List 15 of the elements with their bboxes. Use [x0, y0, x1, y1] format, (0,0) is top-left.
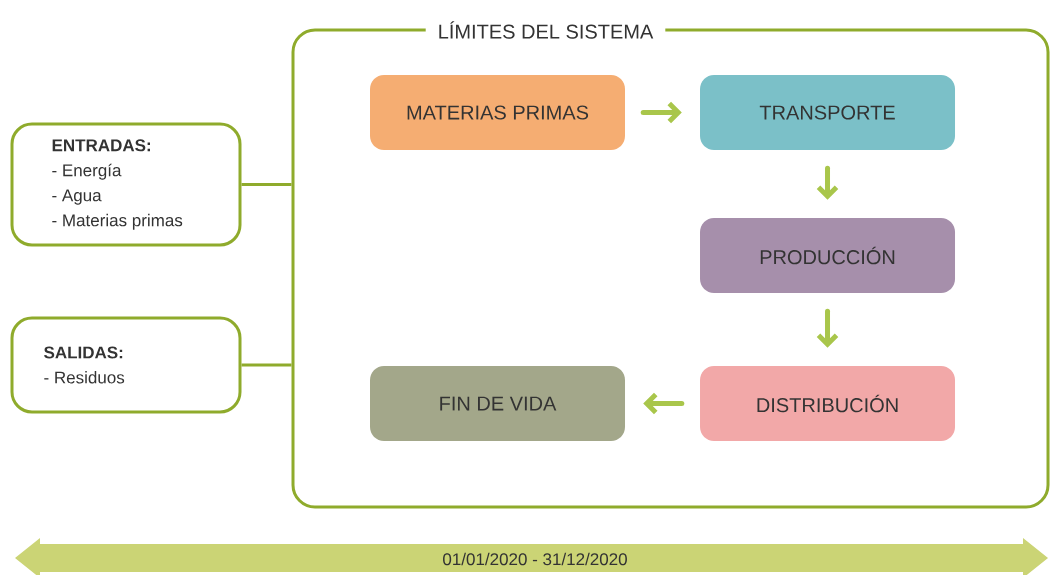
- arrow: [640, 101, 682, 124]
- arrow: [816, 165, 839, 200]
- list-box: ENTRADAS: - Energía - Agua - Materias primas: [10, 122, 242, 247]
- stage-box: FIN DE VIDA: [370, 366, 625, 441]
- stage-box: DISTRIBUCIÓN: [700, 366, 955, 441]
- stage-box: TRANSPORTE: [700, 75, 955, 150]
- date-range: 01/01/2020 - 31/12/2020: [443, 552, 627, 566]
- connector-line: [241, 363, 292, 367]
- boundary-title: LÍMITES DEL SISTEMA: [425, 17, 666, 43]
- stage-box: MATERIAS PRIMAS: [370, 75, 625, 150]
- list-box: SALIDAS: - Residuos: [10, 316, 242, 414]
- arrow: [816, 308, 839, 348]
- stage-box: PRODUCCIÓN: [700, 218, 955, 293]
- connector-line: [241, 183, 292, 186]
- arrow: [643, 392, 685, 415]
